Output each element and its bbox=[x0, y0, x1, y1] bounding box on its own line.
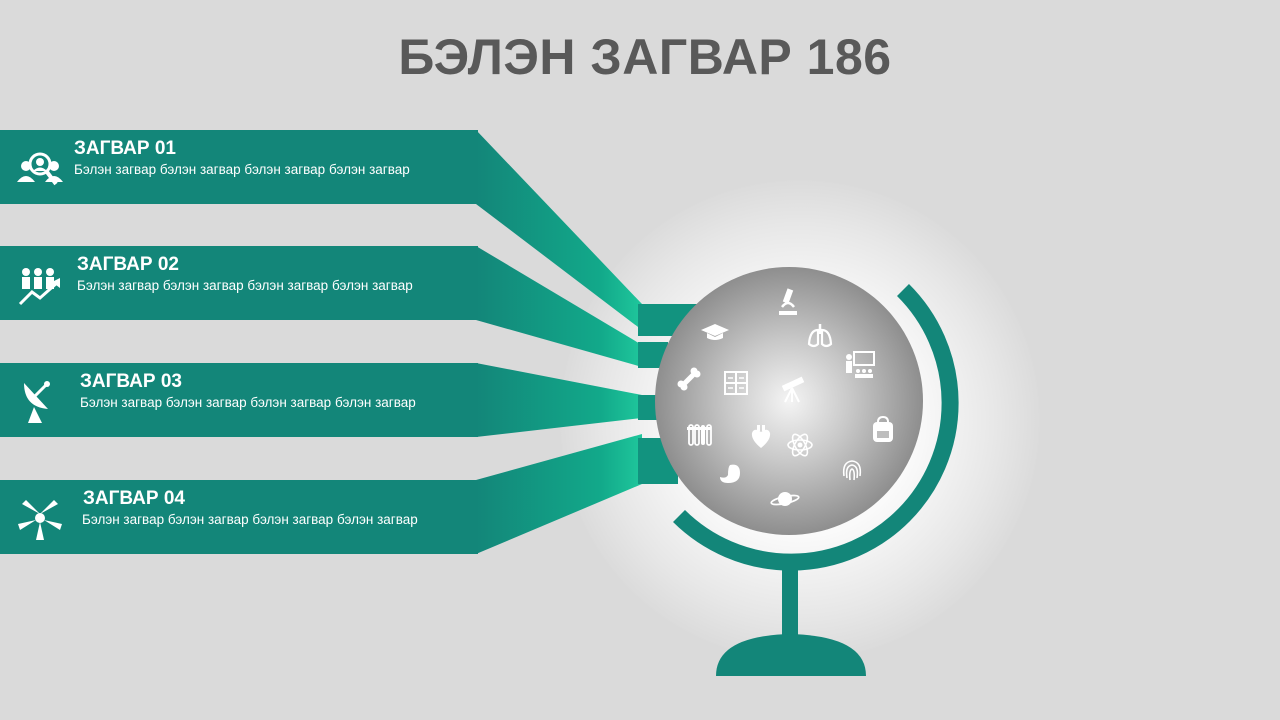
page-title: БЭЛЭН ЗАГВАР 186 bbox=[398, 29, 892, 85]
team-growth-icon bbox=[18, 268, 60, 306]
graduation-cap-icon bbox=[701, 324, 729, 340]
teacher-board-icon bbox=[846, 351, 875, 378]
calculator-icon bbox=[724, 371, 748, 395]
fingerprint-icon bbox=[842, 460, 862, 481]
telescope-icon bbox=[781, 376, 805, 403]
item-title-2: ЗАГВАР 02 bbox=[77, 254, 179, 275]
item-title-1: ЗАГВАР 01 bbox=[74, 138, 176, 159]
globe-stand-base bbox=[716, 634, 866, 676]
globe-stand-pole bbox=[782, 562, 798, 640]
connector-3 bbox=[638, 395, 660, 420]
stomach-icon bbox=[720, 459, 740, 483]
people-search-icon bbox=[17, 152, 63, 186]
atom-icon bbox=[787, 433, 813, 457]
teamwork-hands-icon bbox=[18, 500, 62, 540]
satellite-dish-icon bbox=[24, 381, 50, 423]
item-text-1: Бэлэн загвар бэлэн загвар бэлэн загвар б… bbox=[74, 162, 410, 177]
globe-meridian-arc bbox=[673, 283, 959, 571]
item-band-4: ЗАГВАР 04 Бэлэн загвар бэлэн загвар бэлэ… bbox=[0, 480, 478, 554]
ray-2 bbox=[476, 246, 642, 367]
item-text-4: Бэлэн загвар бэлэн загвар бэлэн загвар б… bbox=[82, 512, 418, 527]
test-tubes-icon bbox=[687, 424, 712, 446]
item-title-4: ЗАГВАР 04 bbox=[83, 488, 185, 509]
microscope-icon bbox=[779, 288, 797, 315]
bone-icon bbox=[677, 367, 701, 391]
lungs-icon bbox=[807, 324, 833, 348]
item-text-2: Бэлэн загвар бэлэн загвар бэлэн загвар б… bbox=[77, 278, 413, 293]
planet-icon bbox=[770, 492, 800, 506]
backpack-icon bbox=[873, 416, 893, 442]
heart-icon bbox=[751, 425, 771, 448]
item-text-3: Бэлэн загвар бэлэн загвар бэлэн загвар б… bbox=[80, 395, 416, 410]
ray-3 bbox=[476, 363, 642, 437]
item-band-1: ЗАГВАР 01 Бэлэн загвар бэлэн загвар бэлэ… bbox=[0, 130, 478, 204]
item-band-3: ЗАГВАР 03 Бэлэн загвар бэлэн загвар бэлэ… bbox=[0, 363, 478, 437]
ray-1 bbox=[476, 130, 642, 330]
ray-4 bbox=[476, 434, 642, 554]
item-title-3: ЗАГВАР 03 bbox=[80, 371, 182, 392]
item-band-2: ЗАГВАР 02 Бэлэн загвар бэлэн загвар бэлэ… bbox=[0, 246, 478, 320]
